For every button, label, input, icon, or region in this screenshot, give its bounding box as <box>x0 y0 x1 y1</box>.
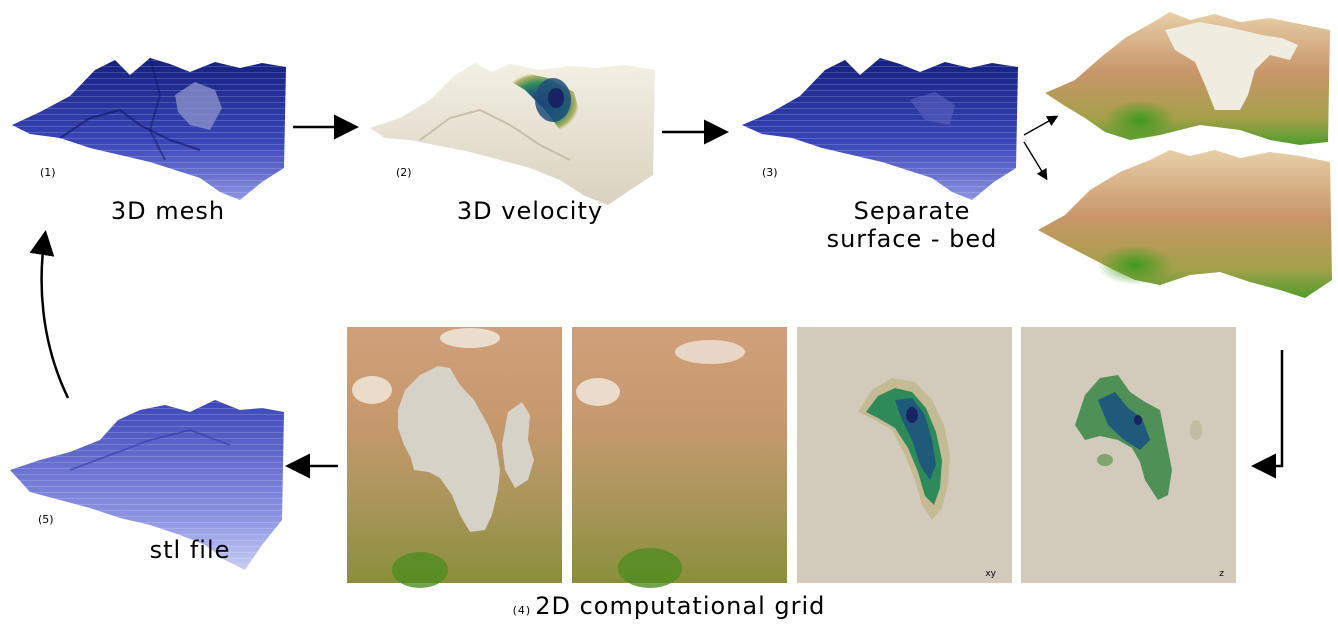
step3-label-line1: Separate <box>854 197 971 225</box>
step3-number: (3) <box>762 166 778 179</box>
step4-text: 2D computational grid <box>535 592 825 620</box>
step4-number: (4) <box>513 604 532 617</box>
panel-tag-xy: xy <box>985 569 996 579</box>
panel-tag-z: z <box>1219 569 1224 579</box>
step5-label: stl file <box>150 536 231 564</box>
arrow-loop-back <box>29 230 70 399</box>
grid-panel-bed <box>572 327 787 588</box>
step2-label: 3D velocity <box>457 197 603 225</box>
step1-label: 3D mesh <box>111 197 225 225</box>
arrow-to-2d-grid <box>1251 350 1284 479</box>
grid-panel-surface <box>347 327 562 588</box>
stl-render <box>10 400 284 570</box>
velocity3d-render <box>370 63 655 205</box>
step2-number: (2) <box>396 166 412 179</box>
separate-mesh-render <box>742 58 1018 200</box>
surface-terrain-render <box>1045 12 1330 145</box>
step5-number: (5) <box>38 513 54 526</box>
arrow-to-surface <box>1023 115 1059 136</box>
bed-terrain-render <box>1038 150 1332 298</box>
step1-number: (1) <box>40 166 56 179</box>
step3-label-line2: surface - bed <box>827 225 998 253</box>
arrow-to-bed <box>1023 141 1048 181</box>
grid-panel-velocity-z: z <box>1021 327 1236 583</box>
grid-panel-velocity-xy: xy <box>797 327 1012 583</box>
mesh3d-render <box>12 57 286 200</box>
step4-label: (4)2D computational grid <box>513 592 826 620</box>
